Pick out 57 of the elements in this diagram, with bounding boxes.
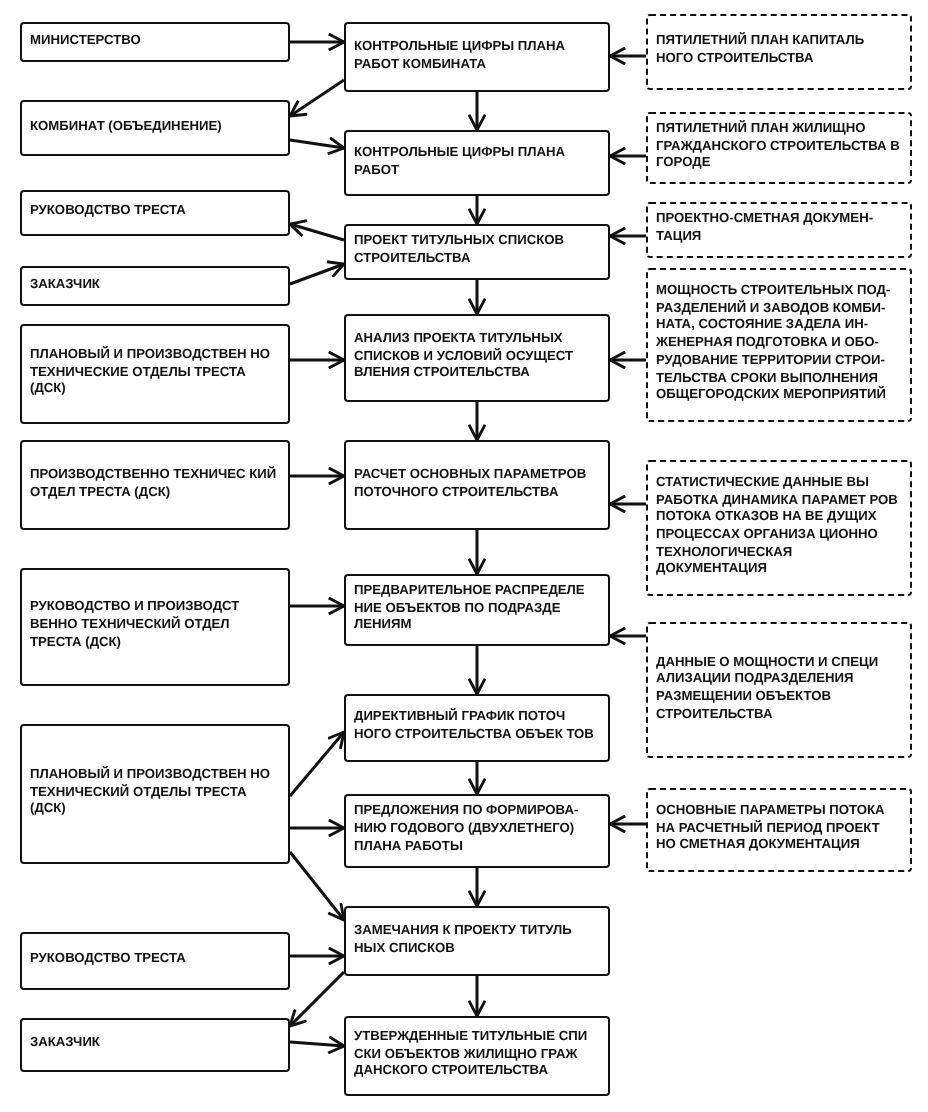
input-data-box xyxy=(646,202,912,258)
process-box xyxy=(20,568,290,686)
input-data-box xyxy=(646,788,912,872)
arrow xyxy=(608,350,646,370)
process-box xyxy=(20,724,290,864)
process-box xyxy=(20,324,290,424)
process-box xyxy=(20,266,290,306)
arrow xyxy=(608,494,646,514)
process-box xyxy=(20,440,290,530)
process-box xyxy=(20,22,290,62)
process-box xyxy=(20,100,290,156)
process-box xyxy=(344,314,610,402)
arrow xyxy=(289,136,346,156)
input-data-box xyxy=(646,460,912,596)
arrow xyxy=(288,851,346,922)
arrow xyxy=(290,32,346,52)
arrow xyxy=(467,530,487,576)
arrow xyxy=(290,818,346,838)
process-box xyxy=(20,190,290,236)
process-box xyxy=(20,1018,290,1072)
arrow xyxy=(288,219,345,242)
input-data-box xyxy=(646,268,912,422)
process-box xyxy=(344,574,610,646)
arrow xyxy=(608,46,646,66)
arrow xyxy=(608,226,646,246)
arrow xyxy=(608,814,646,834)
input-data-box xyxy=(646,112,912,184)
process-box xyxy=(344,130,610,196)
arrow xyxy=(289,1035,346,1055)
arrow xyxy=(608,626,646,646)
process-box xyxy=(344,906,610,976)
process-box xyxy=(20,932,290,990)
process-box xyxy=(344,224,610,280)
process-box xyxy=(344,1016,610,1096)
arrow xyxy=(467,868,487,908)
process-box xyxy=(344,22,610,92)
input-data-box xyxy=(646,622,912,758)
input-data-box xyxy=(646,14,912,90)
arrow xyxy=(467,402,487,442)
arrow xyxy=(288,970,346,1028)
process-box xyxy=(344,694,610,762)
arrow xyxy=(290,946,346,966)
arrow xyxy=(290,350,346,370)
arrow xyxy=(288,730,346,797)
arrow xyxy=(289,260,346,286)
arrow xyxy=(467,762,487,796)
process-box xyxy=(344,794,610,868)
process-box xyxy=(344,440,610,530)
arrow xyxy=(290,596,346,616)
arrow xyxy=(467,196,487,226)
arrow xyxy=(290,466,346,486)
arrow xyxy=(467,976,487,1018)
arrow xyxy=(467,646,487,696)
arrow xyxy=(467,92,487,132)
arrow xyxy=(467,280,487,316)
arrow xyxy=(608,146,646,166)
arrow xyxy=(288,78,345,118)
